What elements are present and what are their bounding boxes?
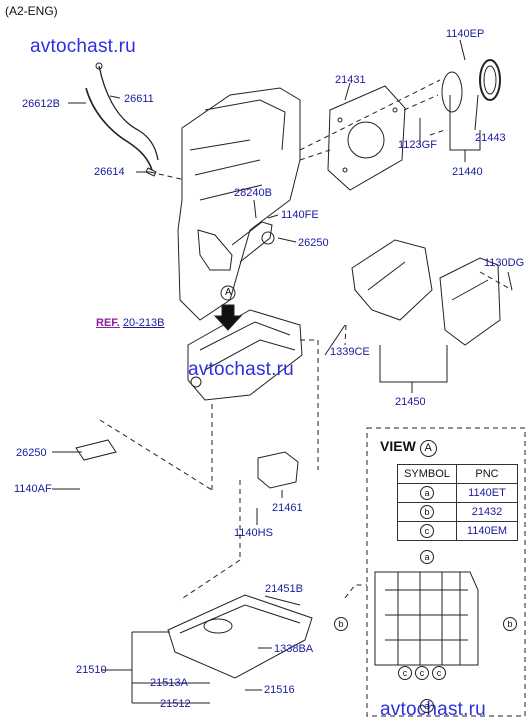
part-label[interactable]: 21450 — [395, 396, 426, 408]
reference-prefix: REF. — [96, 317, 120, 329]
reference-link[interactable]: REF. 20-213B — [96, 317, 165, 329]
pnc-header: PNC — [456, 464, 518, 484]
part-label[interactable]: 1140AF — [14, 483, 52, 495]
sensor-block — [257, 451, 299, 489]
rear-plate — [327, 85, 406, 191]
watermark: avtochast.ru — [188, 359, 294, 380]
oil-pickup — [197, 221, 275, 271]
lower-block — [187, 309, 303, 401]
part-label[interactable]: 21516 — [264, 684, 295, 696]
part-label[interactable]: 1140EP — [446, 28, 485, 40]
oil-seal — [441, 59, 501, 113]
part-label[interactable]: 21443 — [475, 132, 506, 144]
part-label[interactable]: 1140HS — [234, 527, 273, 539]
callout-a: a — [420, 699, 434, 713]
part-label[interactable]: 21440 — [452, 166, 483, 178]
view-title-text: VIEW — [380, 438, 416, 454]
part-label[interactable]: 1130DG — [484, 257, 525, 269]
view-marker: A — [225, 287, 232, 298]
callout-b: b — [503, 617, 517, 631]
part-label[interactable]: 28240B — [234, 187, 272, 199]
part-label[interactable]: 1140FE — [281, 209, 319, 221]
table-row: b 21432 — [397, 502, 518, 522]
part-label[interactable]: 21510 — [76, 664, 107, 676]
leader-lines — [52, 39, 513, 704]
table-row: c 1140EM — [397, 521, 518, 541]
view-marker-circle: A — [419, 440, 437, 457]
symbol-table: SYMBOL PNC a 1140ET b 21432 c 1140EM — [397, 464, 518, 541]
reference-value: 20-213B — [122, 317, 165, 329]
guide-lines — [99, 79, 513, 601]
pnc-cell[interactable]: 21432 — [456, 502, 518, 522]
view-panel-title: VIEW A — [380, 438, 437, 457]
baffle-bracket — [75, 439, 117, 461]
engine-block — [177, 87, 301, 321]
oil-pan — [167, 594, 313, 679]
callout-c: c — [432, 666, 446, 680]
callout-a: a — [420, 550, 434, 564]
part-label[interactable]: 21431 — [335, 74, 366, 86]
part-label[interactable]: 21513A — [150, 677, 188, 689]
part-label[interactable]: 26614 — [94, 166, 125, 178]
part-label[interactable]: 21512 — [160, 698, 191, 710]
view-panel-frame — [344, 427, 526, 717]
stiffener — [351, 239, 501, 346]
pnc-cell[interactable]: 1140EM — [456, 521, 518, 541]
pnc-cell[interactable]: 1140ET — [456, 483, 518, 503]
watermark: avtochast.ru — [30, 36, 136, 57]
symbol-circle: c — [420, 524, 434, 538]
diagram-header: (A2-ENG) — [5, 4, 58, 18]
part-label[interactable]: 26611 — [124, 93, 154, 105]
part-label[interactable]: 26612B — [22, 98, 60, 110]
part-label[interactable]: 26250 — [16, 447, 47, 459]
callout-c: c — [415, 666, 429, 680]
symbol-circle: a — [420, 486, 434, 500]
part-label[interactable]: 1338BA — [274, 643, 314, 655]
dipstick-tube — [85, 62, 159, 177]
part-label[interactable]: 26250 — [298, 237, 329, 249]
view-arrow — [213, 285, 243, 331]
part-label[interactable]: 21451B — [265, 583, 303, 595]
part-label[interactable]: 1339CE — [330, 346, 370, 358]
symbol-circle: b — [420, 505, 434, 519]
symbol-header: SYMBOL — [397, 464, 457, 484]
table-row: a 1140ET — [397, 483, 518, 503]
callout-c: c — [398, 666, 412, 680]
part-label[interactable]: 1123GF — [398, 139, 437, 151]
callout-b: b — [334, 617, 348, 631]
part-label[interactable]: 21461 — [272, 502, 303, 514]
